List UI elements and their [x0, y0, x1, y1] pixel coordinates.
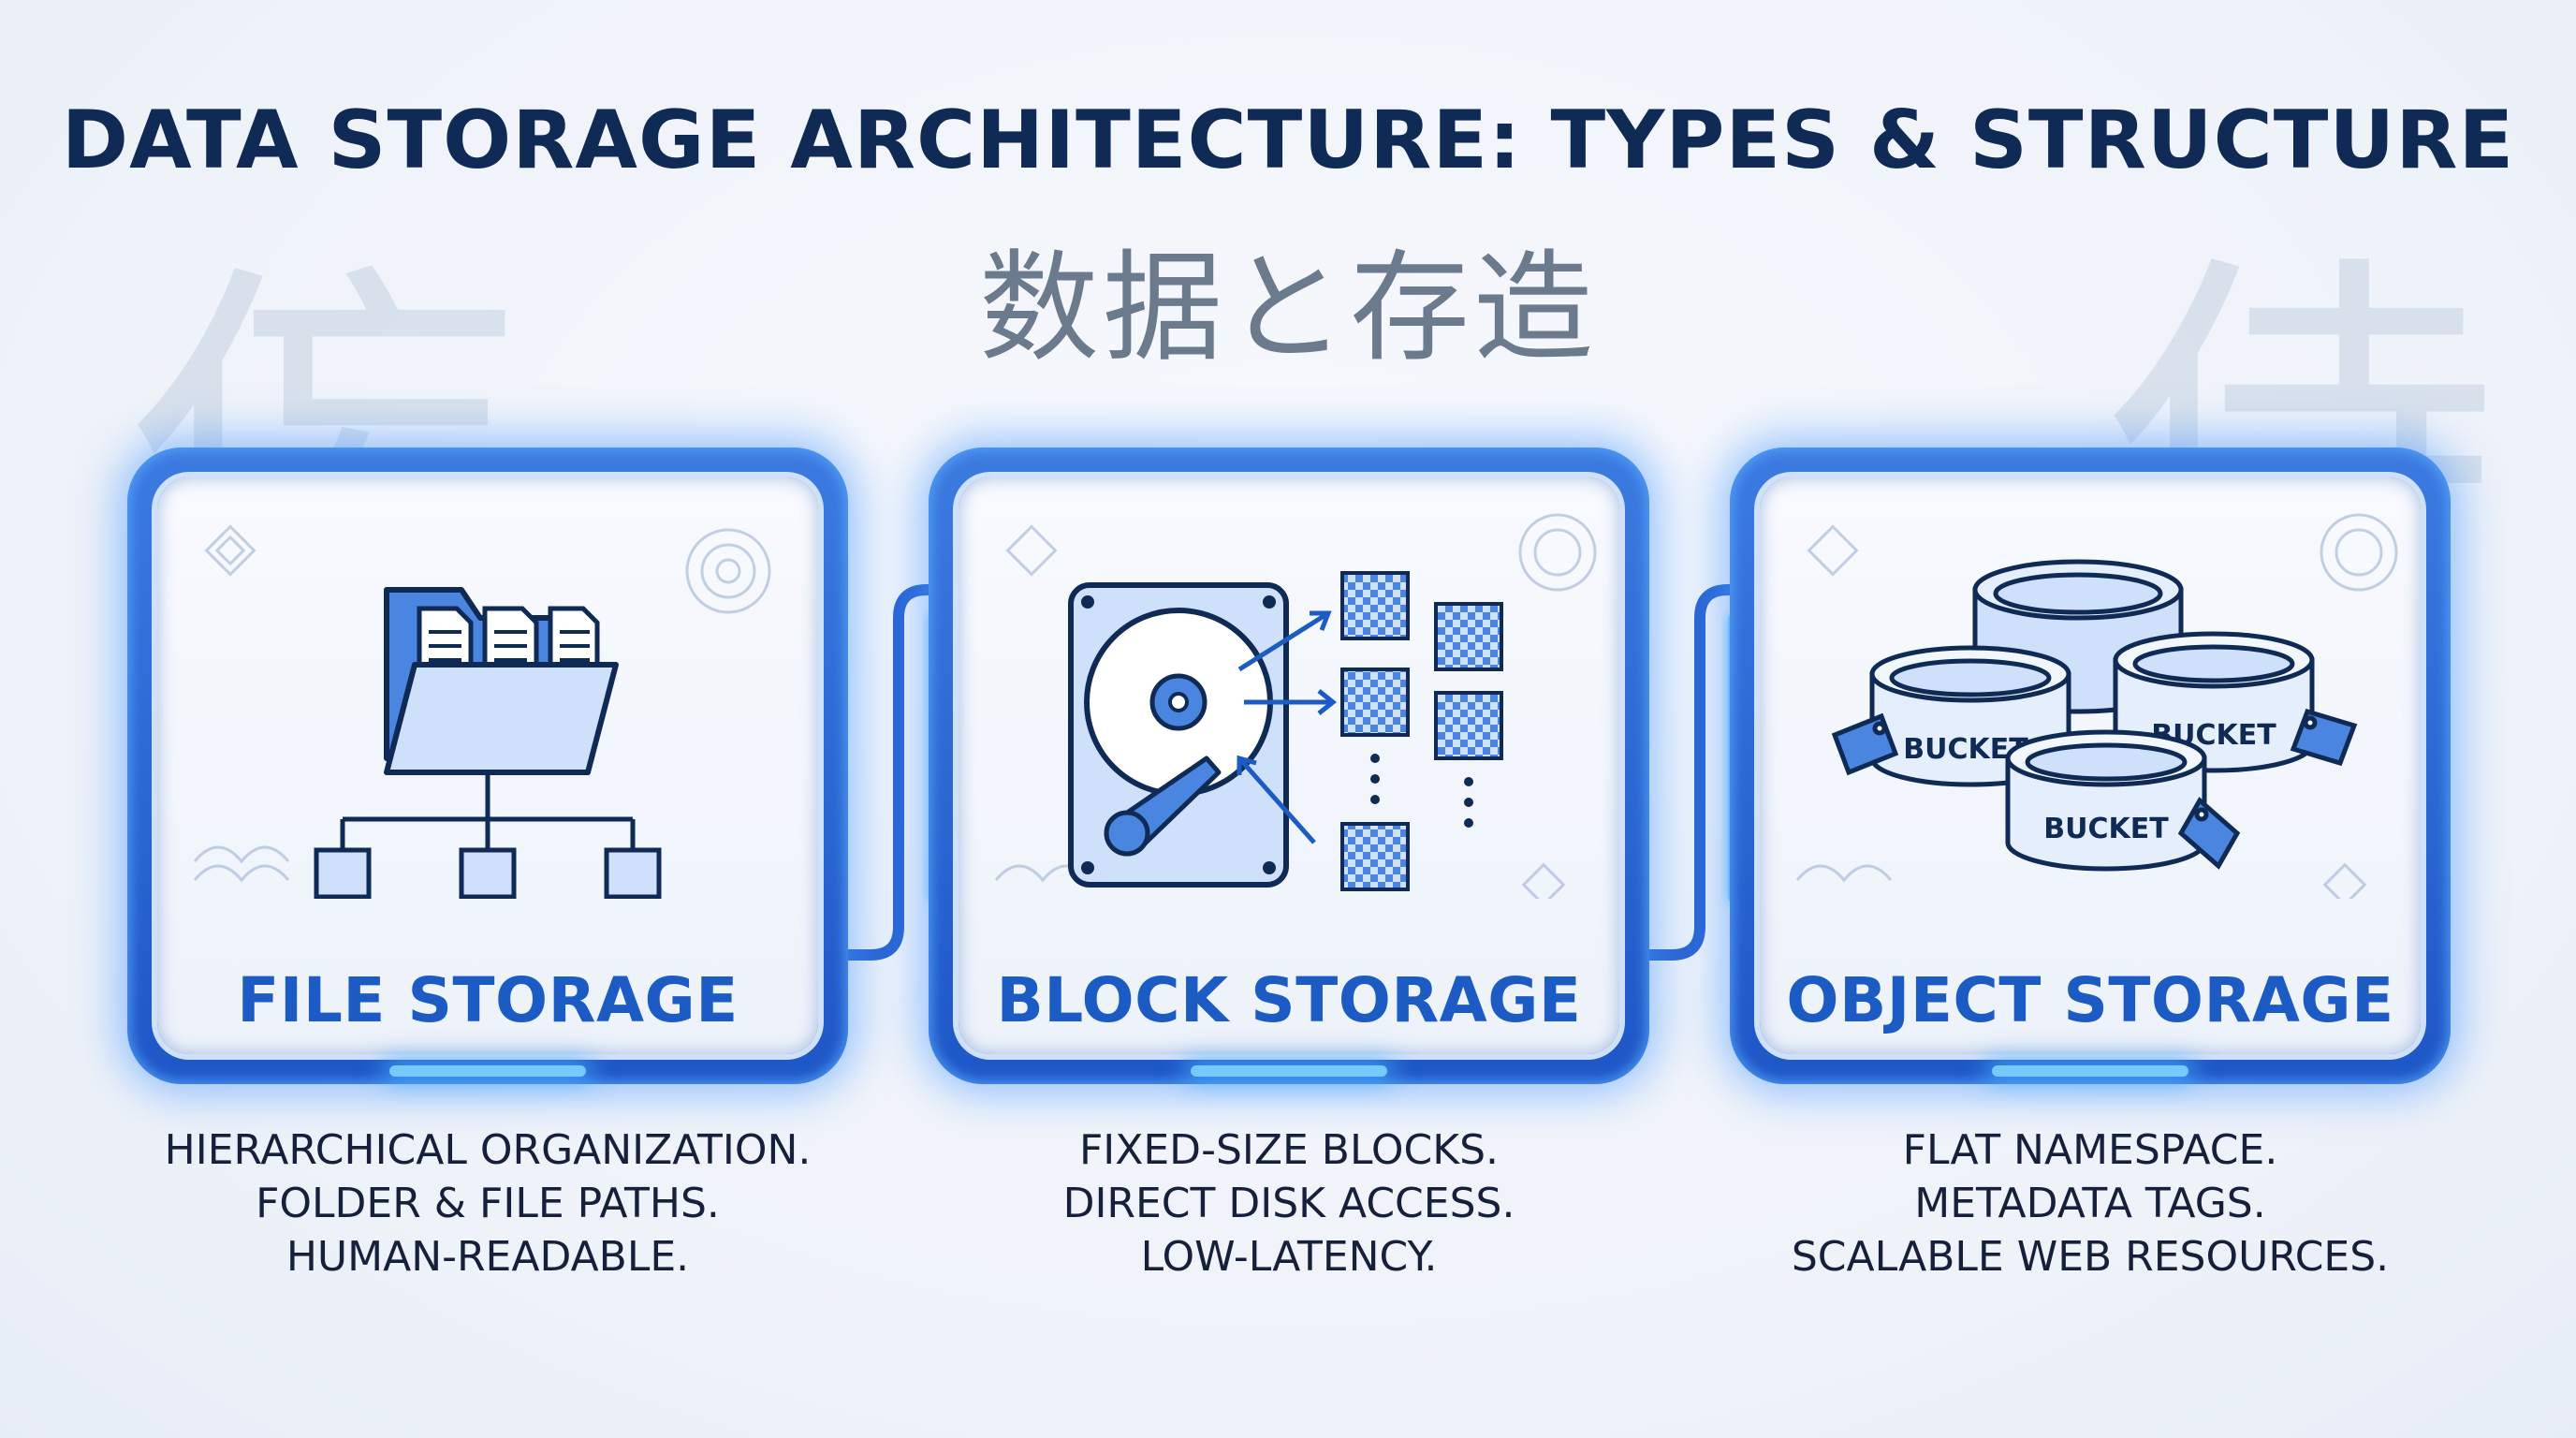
bucket-label: BUCKET: [2043, 813, 2169, 845]
description-line: FIXED-SIZE BLOCKS.: [1078, 1126, 1500, 1174]
card-glow-accent: [389, 1065, 586, 1077]
block-storage-description: FIXED-SIZE BLOCKS. DIRECT DISK ACCESS. L…: [886, 1123, 1691, 1284]
corner-ornament-icon: [1795, 513, 2398, 899]
description-line: FOLDER & FILE PATHS.: [256, 1180, 720, 1227]
card-glow-accent: [1992, 1065, 2188, 1077]
connector-left: [842, 584, 951, 961]
description-line: HUMAN-READABLE.: [285, 1233, 690, 1281]
object-storage-label: OBJECT STORAGE: [1786, 964, 2394, 1036]
document-icon: [417, 606, 600, 677]
corner-ornament-icon: [994, 513, 1597, 899]
file-storage-card: FILE STORAGE: [127, 448, 848, 1084]
file-storage-label: FILE STORAGE: [237, 964, 739, 1036]
page-subtitle: 数据と存造: [978, 239, 1597, 378]
block-storage-card-panel: BLOCK STORAGE: [959, 477, 1619, 1054]
corner-ornament-icon: [193, 524, 771, 883]
folder-hierarchy-icon: [193, 524, 771, 899]
file-storage-description: HIERARCHICAL ORGANIZATION. FOLDER & FILE…: [85, 1123, 890, 1284]
file-storage-card-panel: FILE STORAGE: [157, 477, 818, 1054]
description-line: DIRECT DISK ACCESS.: [1062, 1180, 1515, 1227]
object-storage-card: BUCKET BUCKET BUCKET OBJECT STORAGE: [1730, 448, 2451, 1084]
description-line: METADATA TAGS.: [1914, 1180, 2266, 1227]
block-storage-card: BLOCK STORAGE: [929, 448, 1649, 1084]
buckets-icon: BUCKET BUCKET BUCKET: [1795, 513, 2398, 899]
object-storage-card-panel: BUCKET BUCKET BUCKET OBJECT STORAGE: [1760, 477, 2421, 1054]
card-glow-accent: [1191, 1065, 1387, 1077]
description-line: LOW-LATENCY.: [1140, 1233, 1438, 1281]
object-storage-description: FLAT NAMESPACE. METADATA TAGS. SCALABLE …: [1688, 1123, 2493, 1284]
description-line: SCALABLE WEB RESOURCES.: [1791, 1233, 2390, 1281]
connector-right: [1644, 584, 1752, 961]
description-line: HIERARCHICAL ORGANIZATION.: [164, 1126, 812, 1174]
hard-drive-blocks-icon: [994, 513, 1597, 899]
block-storage-label: BLOCK STORAGE: [996, 964, 1582, 1036]
bucket-front: [2005, 729, 2241, 872]
description-line: FLAT NAMESPACE.: [1902, 1126, 2278, 1174]
page-title: DATA STORAGE ARCHITECTURE: TYPES & STRUC…: [61, 94, 2515, 187]
